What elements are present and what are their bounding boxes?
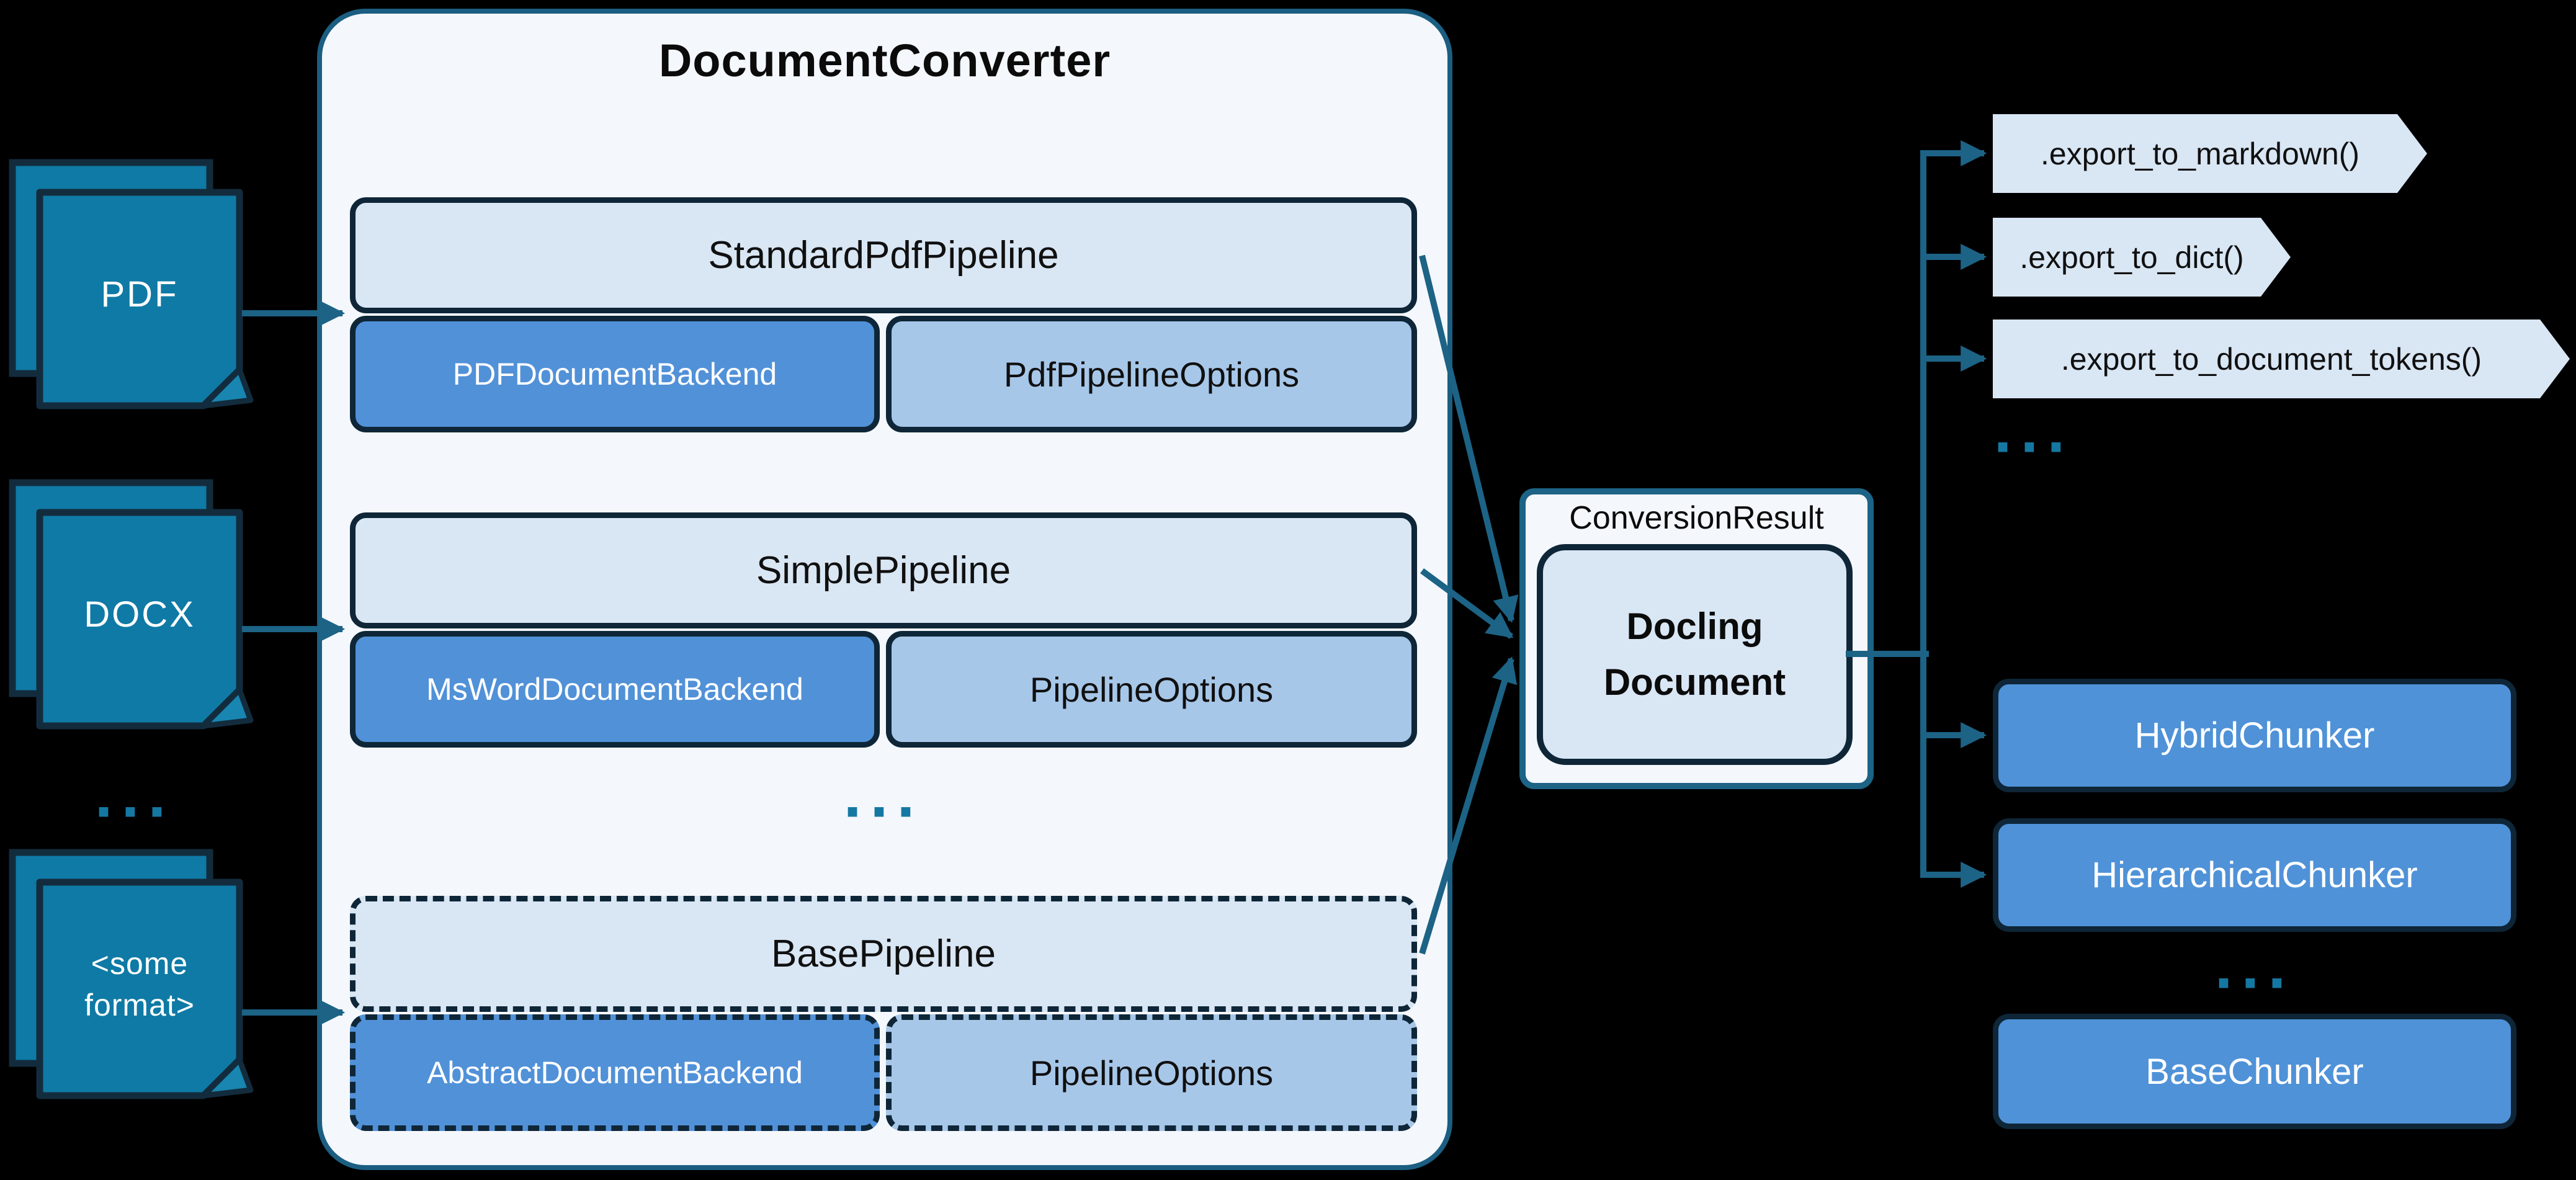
hierarchical-chunker-box: HierarchicalChunker	[1993, 818, 2516, 932]
export-to-markdown-label: .export_to_markdown()	[2040, 136, 2360, 171]
conversion-result-label: ConversionResult	[1569, 500, 1824, 536]
pdf-document-backend-label: PDFDocumentBackend	[452, 357, 777, 391]
base-chunker-box: BaseChunker	[1993, 1014, 2516, 1129]
docx-document-label: DOCX	[84, 594, 195, 635]
exports-ellipsis: ...	[1993, 394, 2074, 467]
chunkers-ellipsis: ...	[2214, 930, 2295, 1003]
docling-document-box: Docling Document	[1537, 544, 1853, 765]
hierarchical-chunker-label: HierarchicalChunker	[2091, 855, 2418, 895]
export-to-document-tokens-label: .export_to_document_tokens()	[2060, 341, 2482, 377]
base-pipeline-options-label: PipelineOptions	[1029, 1053, 1274, 1093]
abstract-document-backend-box: AbstractDocumentBackend	[350, 1014, 880, 1131]
msword-document-backend-box: MsWordDocumentBackend	[350, 631, 880, 748]
pipeline-options-box: PipelineOptions	[886, 631, 1417, 748]
abstract-document-backend-label: AbstractDocumentBackend	[427, 1055, 803, 1090]
base-pipeline-box: BasePipeline	[350, 896, 1417, 1012]
pdf-pipeline-options-box: PdfPipelineOptions	[886, 316, 1417, 432]
some-format-document-label: <some format>	[84, 945, 195, 1023]
simple-pipeline-box: SimplePipeline	[350, 512, 1417, 628]
simple-pipeline-label: SimplePipeline	[756, 549, 1011, 592]
pdf-pipeline-options-label: PdfPipelineOptions	[1003, 354, 1300, 394]
pipeline-options-label: PipelineOptions	[1029, 669, 1274, 709]
export-to-markdown-tag: .export_to_markdown()	[1993, 114, 2427, 193]
standard-pdf-pipeline-label: StandardPdfPipeline	[708, 234, 1059, 277]
document-converter-title: DocumentConverter	[658, 34, 1111, 86]
msword-document-backend-label: MsWordDocumentBackend	[426, 672, 803, 707]
export-to-document-tokens-tag: .export_to_document_tokens()	[1993, 320, 2570, 398]
inputs-ellipsis: ...	[94, 759, 175, 831]
converter-ellipsis: ...	[843, 759, 924, 831]
base-chunker-label: BaseChunker	[2145, 1051, 2364, 1092]
hybrid-chunker-label: HybridChunker	[2134, 715, 2375, 756]
hybrid-chunker-box: HybridChunker	[1993, 679, 2516, 792]
export-to-dict-tag: .export_to_dict()	[1993, 218, 2291, 297]
standard-pdf-pipeline-box: StandardPdfPipeline	[350, 197, 1417, 313]
base-pipeline-options-box: PipelineOptions	[886, 1014, 1417, 1131]
pdf-document-label: PDF	[101, 274, 179, 315]
base-pipeline-label: BasePipeline	[771, 932, 996, 975]
export-to-dict-label: .export_to_dict()	[2019, 239, 2244, 275]
pdf-document-backend-box: PDFDocumentBackend	[350, 316, 880, 432]
docling-document-label: Docling Document	[1603, 606, 1786, 703]
